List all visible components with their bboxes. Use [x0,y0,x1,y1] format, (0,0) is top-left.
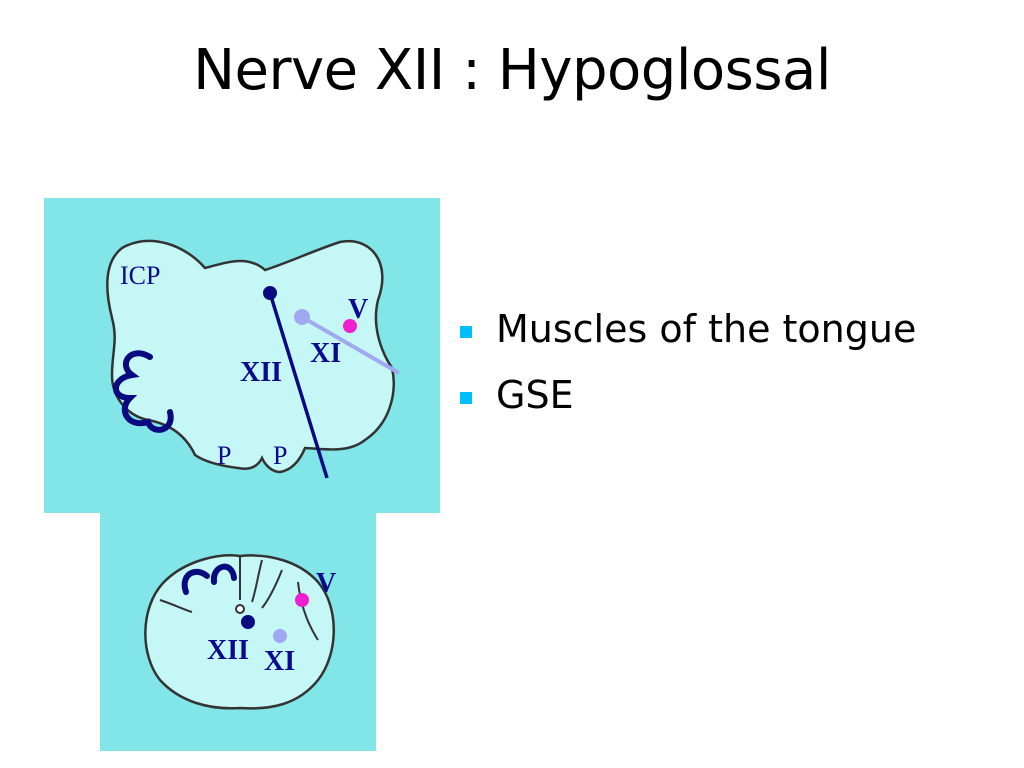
lower-squiggle-left [181,568,210,595]
lower-squiggle-right [210,563,237,585]
upper-xi-nucleus [294,309,310,325]
lower-v-nucleus [295,593,309,607]
upper-xii-nucleus [263,286,277,300]
upper-v-nucleus [343,319,357,333]
square-bullet-icon [460,326,472,338]
upper-xi-nerve [301,315,400,375]
lower-xi-nucleus [273,629,287,643]
lower-fissures [159,556,319,641]
bullet-text: Muscles of the tongue [496,307,917,351]
bullet-item: Muscles of the tongue [458,306,1018,352]
label-lower-v: V [316,568,336,599]
upper-xii-nerve [268,292,329,479]
label-icp: ICP [120,261,160,290]
label-lower-xi: XI [264,646,295,677]
label-pyramid-left: P [217,441,231,470]
caudal-medulla-outline [144,554,335,710]
label-lower-xii: XII [207,635,249,666]
central-canal [235,604,245,614]
label-upper-xii: XII [240,357,282,388]
label-upper-v: V [348,294,368,325]
upper-olive-squiggle [113,350,174,433]
slide-title: Nerve XII : Hypoglossal [193,38,831,103]
label-upper-xi: XI [310,338,341,369]
label-pyramid-right: P [273,441,287,470]
bullet-text: GSE [496,373,574,417]
square-bullet-icon [460,392,472,404]
bullet-list: Muscles of the tongue GSE [458,306,1018,438]
lower-xii-nucleus [241,615,255,629]
bullet-item: GSE [458,372,1018,418]
